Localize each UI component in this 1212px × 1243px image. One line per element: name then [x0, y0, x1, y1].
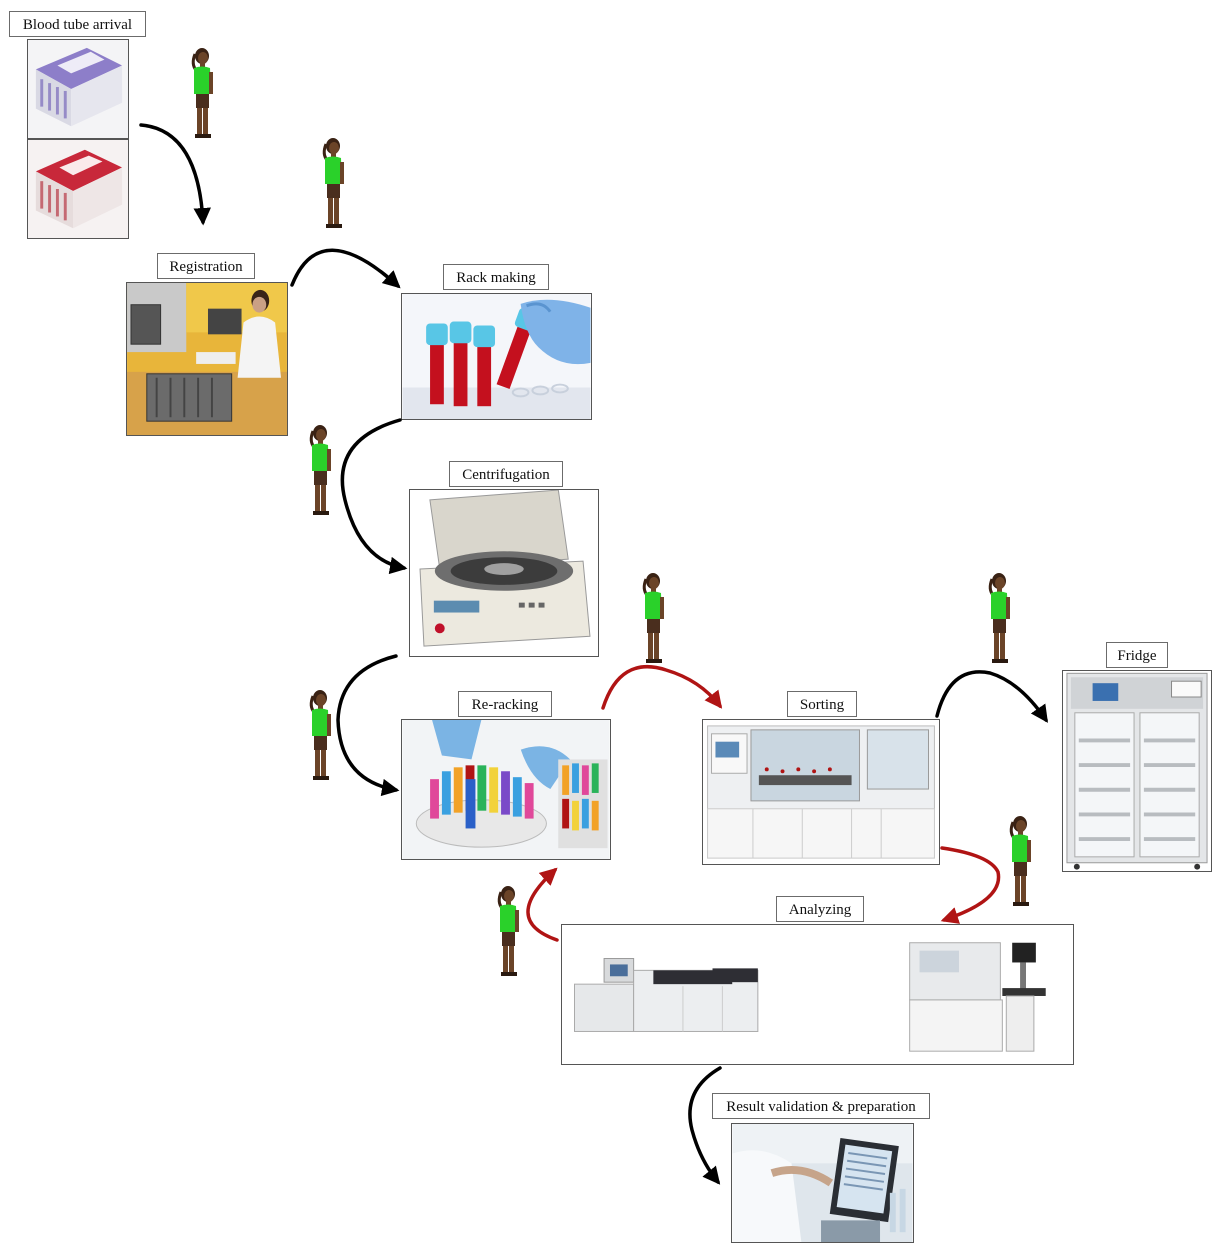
- step-label-rack-making: Rack making: [443, 264, 549, 290]
- rack-making-image: [401, 293, 592, 420]
- step-label-fridge: Fridge: [1106, 642, 1168, 668]
- re-racking-image: [401, 719, 611, 860]
- sorting-image: [702, 719, 940, 865]
- worker-figure-icon: [305, 423, 335, 519]
- worker-figure-icon: [305, 688, 335, 784]
- arrow-icon: [601, 664, 723, 710]
- worker-figure-icon: [1005, 814, 1035, 910]
- worker-figure-icon: [984, 571, 1014, 667]
- arrow-icon: [688, 1066, 722, 1185]
- step-label-result-validation: Result validation & preparation: [712, 1093, 930, 1119]
- step-label-centrifugation: Centrifugation: [449, 461, 563, 487]
- validation-image: [731, 1123, 914, 1243]
- fridge-image: [1062, 670, 1212, 872]
- tube-box-red-image: [27, 139, 129, 239]
- registration-image: [126, 282, 288, 436]
- worker-figure-icon: [187, 46, 217, 142]
- arrow-icon: [340, 418, 408, 575]
- step-label-analyzing: Analyzing: [776, 896, 864, 922]
- step-label-registration: Registration: [157, 253, 255, 279]
- step-label-sorting: Sorting: [787, 691, 857, 717]
- arrow-icon: [336, 654, 400, 797]
- analyzing-image: [561, 924, 1074, 1065]
- tube-box-purple-image: [27, 39, 129, 139]
- arrow-icon: [935, 670, 1048, 723]
- arrow-icon: [526, 867, 559, 942]
- arrow-icon: [940, 846, 1001, 924]
- step-label-re-racking: Re-racking: [458, 691, 552, 717]
- step-label-blood-tube-arrival: Blood tube arrival: [9, 11, 146, 37]
- worker-figure-icon: [638, 571, 668, 667]
- worker-figure-icon: [493, 884, 523, 980]
- worker-figure-icon: [318, 136, 348, 232]
- centrifuge-image: [409, 489, 599, 657]
- arrow-icon: [290, 248, 401, 289]
